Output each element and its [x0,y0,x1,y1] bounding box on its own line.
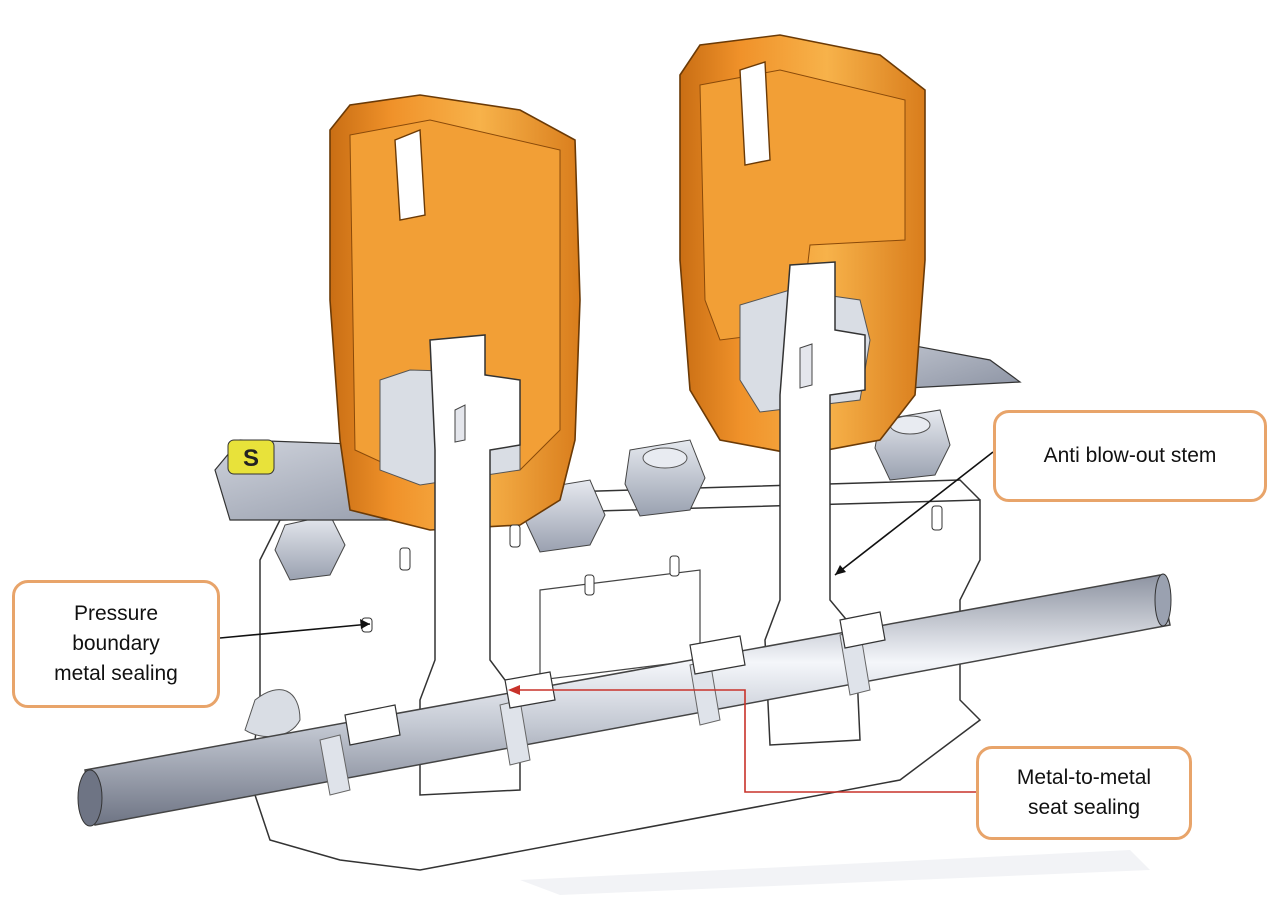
callout-pressure-boundary-text: Pressure boundary metal sealing [54,602,178,685]
handle-badge-left [227,439,275,475]
leader-seat [508,685,976,793]
floor-shadow [520,850,1150,895]
hex-nuts [274,409,951,581]
callout-seat-sealing-text: Metal-to-metal seat sealing [1016,766,1152,819]
callout-anti-blowout-stem-text: Anti blow-out stem [1043,444,1217,467]
leader-pressure [219,619,371,639]
right-stem [764,261,866,746]
handle-badge-left-text: S [243,445,259,472]
pipe [77,573,1172,827]
callout-pressure-boundary: Pressure boundary metal sealing [12,580,220,708]
callout-anti-blowout-stem: Anti blow-out stem [993,410,1267,502]
callout-seat-sealing: Metal-to-metal seat sealing [976,746,1192,840]
leader-stem [834,451,994,576]
